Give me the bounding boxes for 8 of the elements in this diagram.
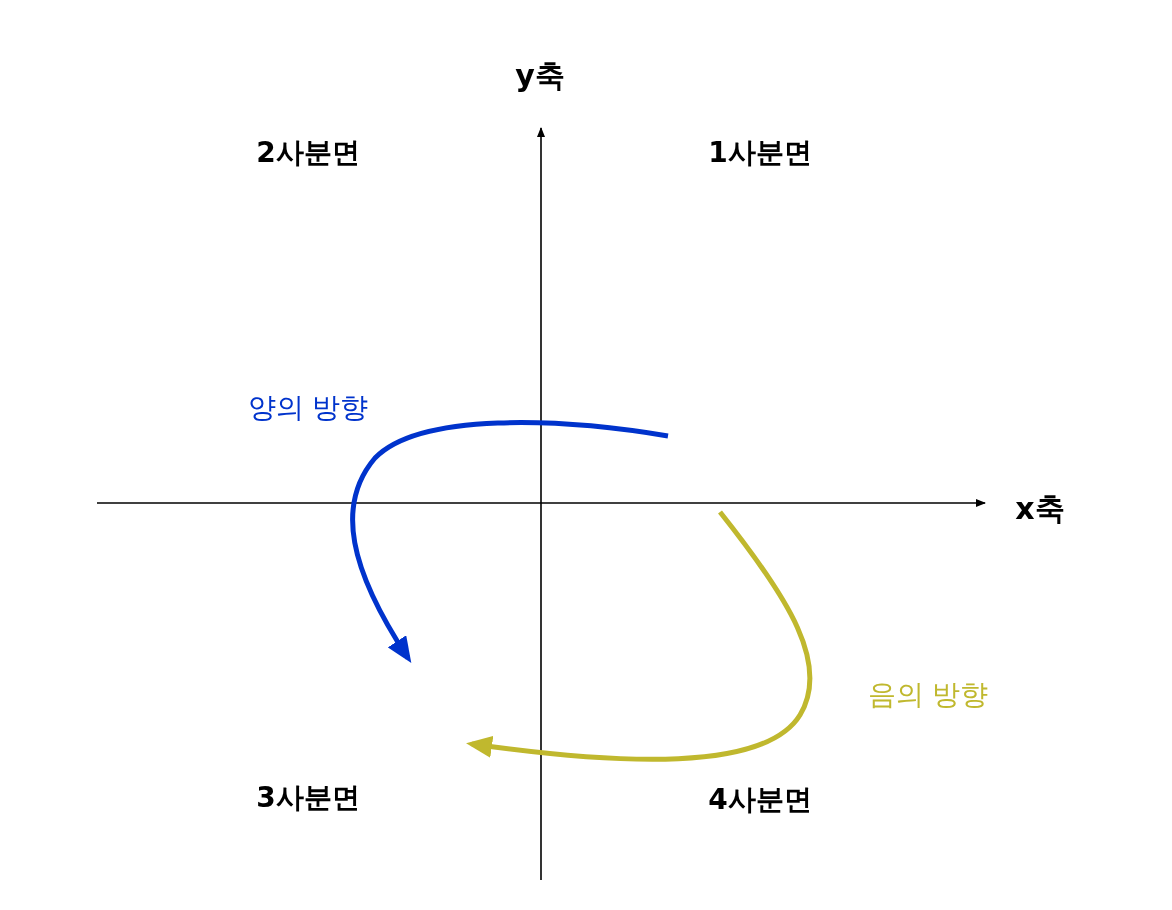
quadrant-label: 2사분면 [256,137,360,169]
quadrant-label: 3사분면 [256,782,360,814]
direction-label: 양의 방향 [247,392,369,424]
axis-label: x축 [1015,491,1065,525]
quadrant-label: 4사분면 [708,784,812,816]
quadrant-label: 1사분면 [708,137,812,169]
direction-label: 음의 방향 [867,679,989,711]
axis-label: y축 [515,58,565,92]
